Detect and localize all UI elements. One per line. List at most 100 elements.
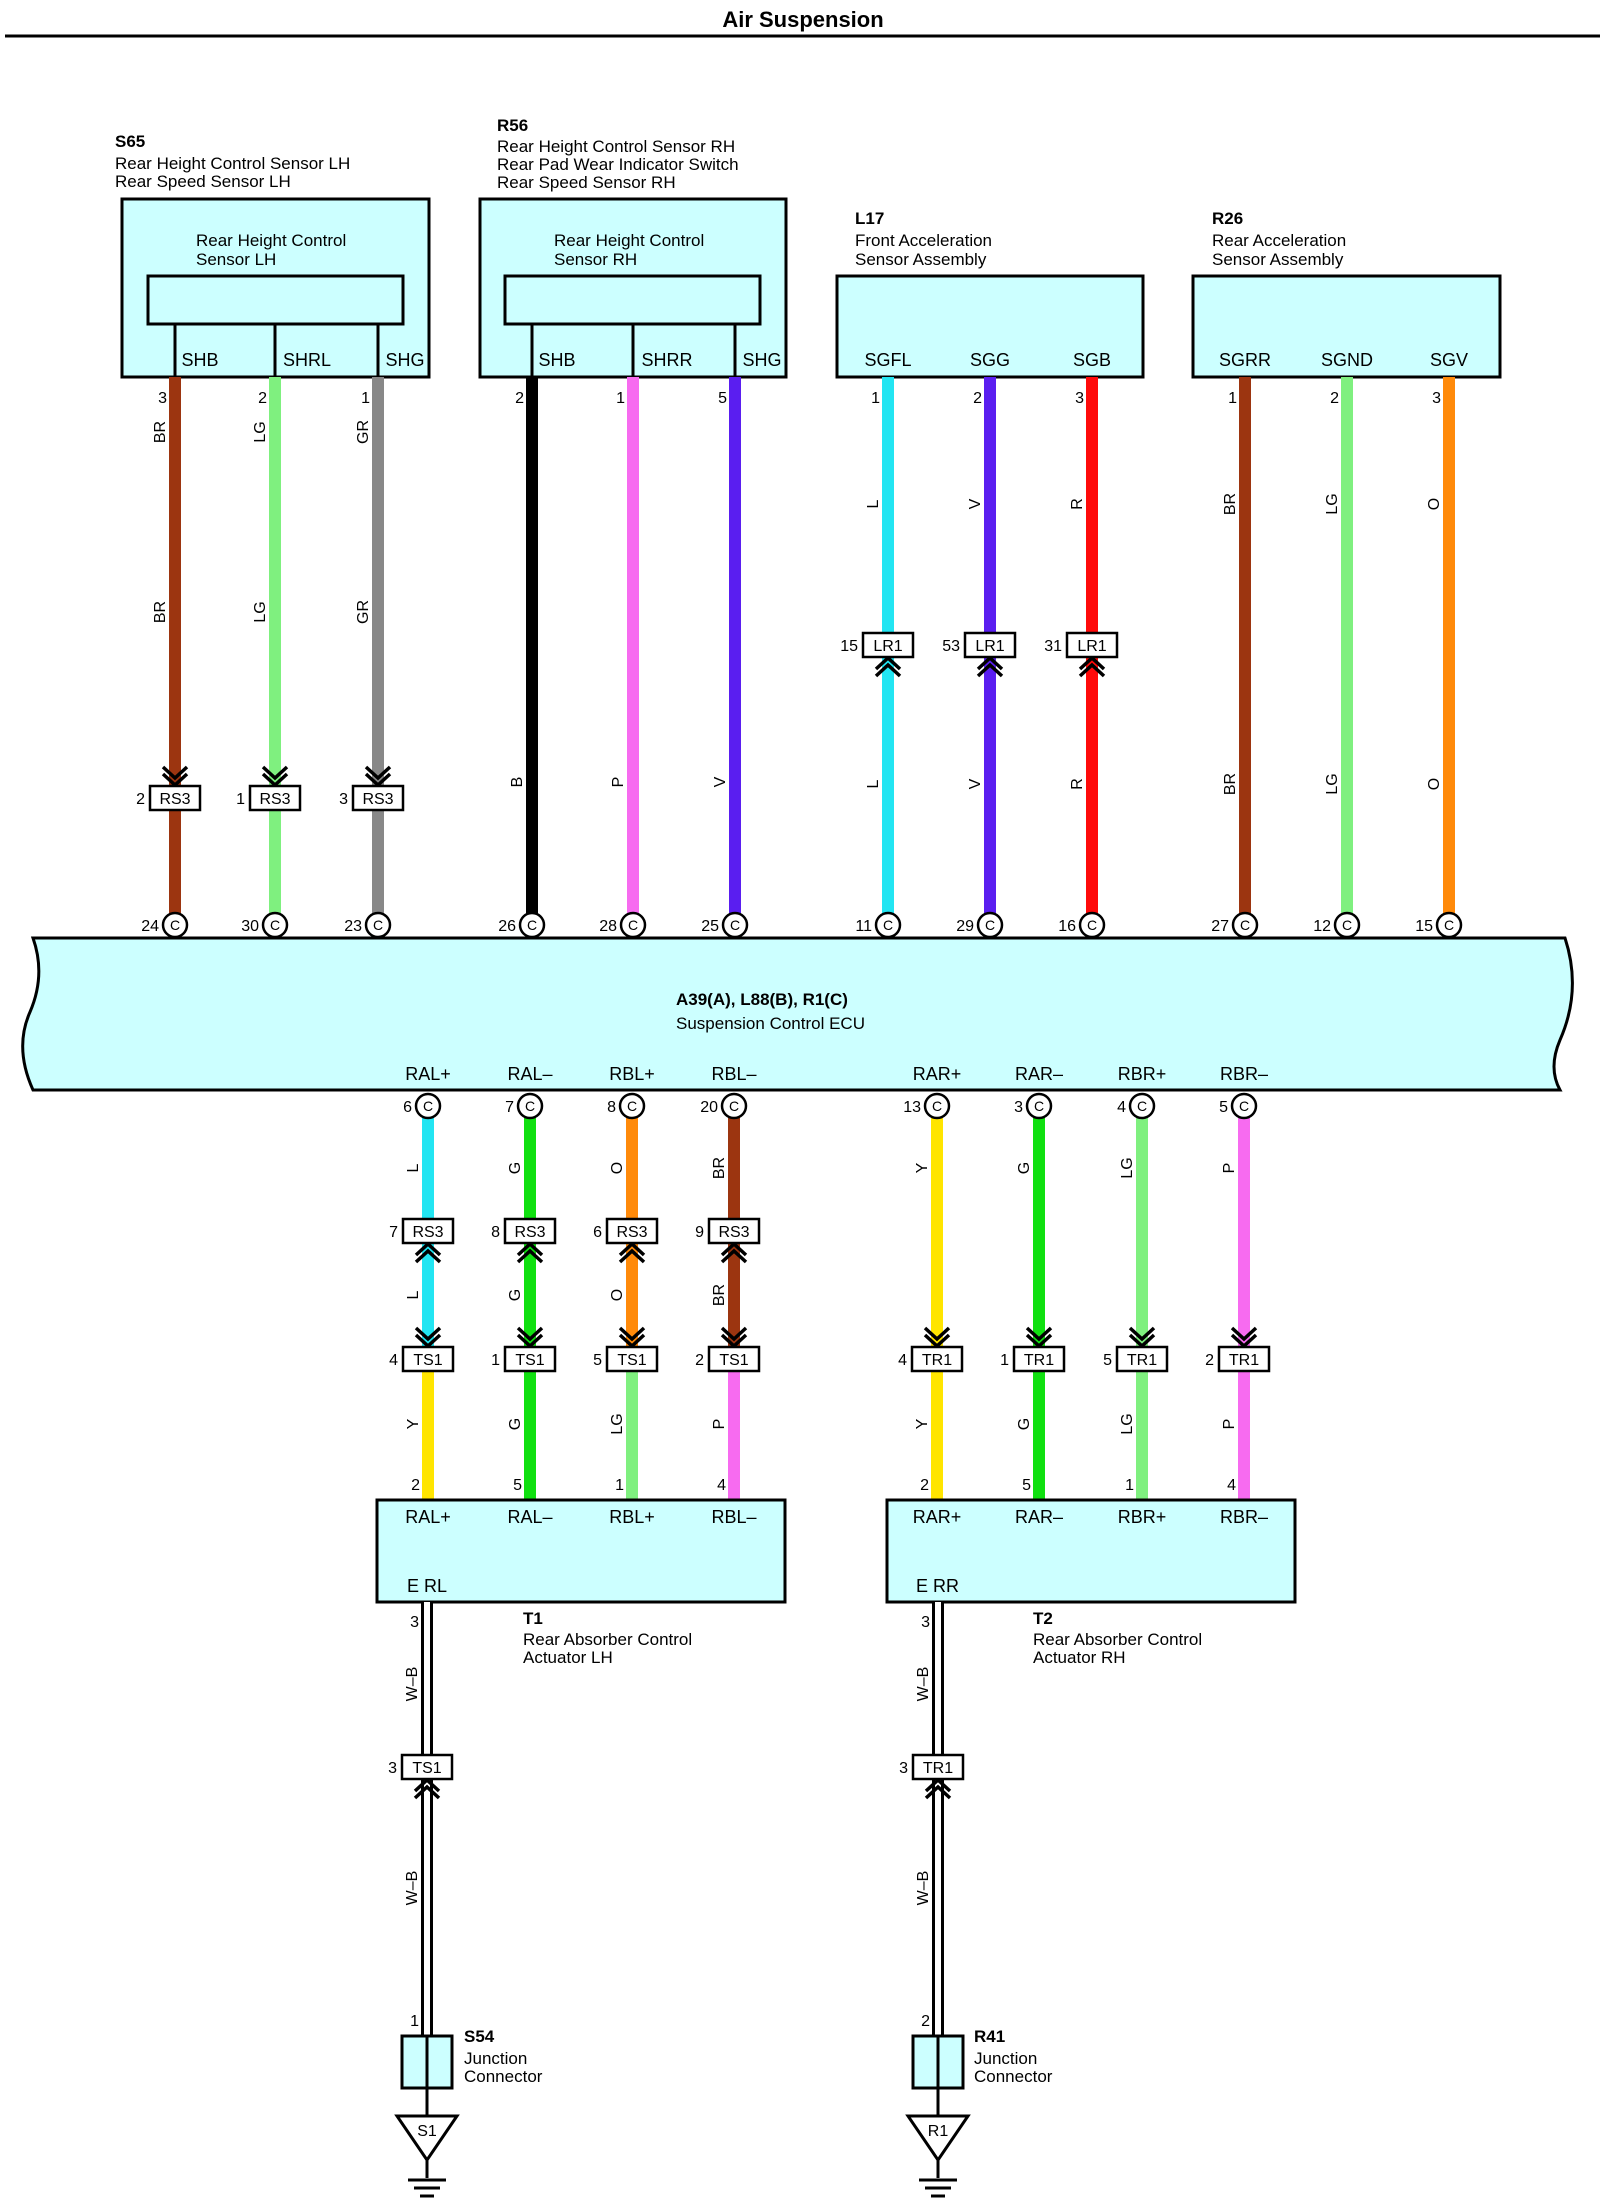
wire-color-label: LG	[1324, 773, 1341, 794]
ecu-pin-number: 25	[701, 918, 719, 935]
lower-wires: RAL+RS37LLYTS142C6RAL–RS38GGGTS115C7RBL+…	[389, 1064, 1271, 1500]
actuator-pin-number: 4	[1227, 1477, 1236, 1494]
ecu-pin-marker-label: C	[525, 1098, 535, 1114]
ecu-pin-marker	[923, 1092, 951, 1120]
junction-r41: R41 Junction Connector R1	[905, 2027, 1053, 2198]
connector-name: RS3	[412, 1224, 443, 1241]
wire-color-label: Y	[914, 1162, 931, 1173]
connector-name: TR1	[923, 1760, 953, 1777]
wire-color-label: O	[609, 1289, 626, 1301]
wire-color-label: LG	[252, 601, 269, 622]
wire-color-label: L	[865, 779, 882, 788]
inline-connector	[248, 784, 302, 812]
pin-label: RBL–	[711, 1507, 756, 1527]
upper-wires: 3RS32BRBRC24SBL22RS31LGLGC30SHRL1RS33GRG…	[136, 377, 1473, 966]
component-box	[885, 1498, 1297, 1604]
wire-color-label: BR	[711, 1284, 728, 1306]
wire-color-label: BR	[152, 601, 169, 623]
upper-wire: 3RS32BRBRC24SBL2	[136, 377, 202, 966]
wire-color-label: G	[507, 1418, 524, 1430]
ecu-pin-number: 27	[1211, 918, 1229, 935]
component-desc-line: Rear Speed Sensor RH	[497, 173, 676, 192]
inner-label: Rear Height Control	[196, 231, 346, 250]
upper-wire: 3OOC15SBR3	[1415, 377, 1473, 966]
connector-pin: 7	[389, 1224, 398, 1241]
connector-pin: 8	[491, 1224, 500, 1241]
ecu-pin-number: 5	[1219, 1099, 1228, 1116]
ecu-pin-label: RAL–	[507, 1064, 552, 1084]
upper-wire: 2BC26SBR2	[498, 377, 556, 966]
connector-name: LR1	[1077, 638, 1106, 655]
ecu-pin-marker-label: C	[1239, 1098, 1249, 1114]
ecu-pin-marker-label: C	[1137, 1098, 1147, 1114]
ecu-pin-marker	[618, 1092, 646, 1120]
wire-color-label: LG	[1119, 1413, 1136, 1434]
actuator-pin-number: 3	[921, 1614, 930, 1631]
wire-color-label: G	[507, 1162, 524, 1174]
ecu-pin-marker-label: C	[527, 917, 537, 933]
inline-connector	[707, 1217, 761, 1245]
wire-color-label: GR	[355, 600, 372, 624]
pin-label: SGB	[1073, 350, 1111, 370]
component-t2: RAR+ RAR– RBR+ RBR– E RR T2 Rear Absorbe…	[885, 1498, 1297, 1667]
actuator-pin-number: 2	[920, 1477, 929, 1494]
pin-label: SGND	[1321, 350, 1373, 370]
ecu-pin-marker-label: C	[932, 1098, 942, 1114]
wire-color-label: LG	[1324, 493, 1341, 514]
connector-name: LR1	[873, 638, 902, 655]
component-pin-number: 2	[258, 390, 267, 407]
pin-label: SGV	[1430, 350, 1468, 370]
ecu-pin-number: 13	[903, 1099, 921, 1116]
connector-name: TR1	[1229, 1352, 1259, 1369]
inline-connector	[400, 1753, 454, 1781]
page-title: Air Suspension	[722, 7, 883, 32]
connector-name: RS3	[259, 791, 290, 808]
component-ecu: A39(A), L88(B), R1(C) Suspension Control…	[21, 936, 1574, 1092]
ground-pin-label: E RR	[916, 1576, 959, 1596]
component-id: R56	[497, 116, 528, 135]
ecu-pin-label: RBR–	[1220, 1064, 1268, 1084]
wire-color-label: LG	[1119, 1157, 1136, 1178]
ecu-pin-marker-label: C	[627, 1098, 637, 1114]
inline-connector	[1065, 631, 1119, 659]
inline-connector	[1115, 1345, 1169, 1373]
ground-label: R1	[928, 2123, 949, 2140]
ecu-id: A39(A), L88(B), R1(C)	[676, 990, 848, 1009]
component-t1: RAL+ RAL– RBL+ RBL– E RL T1 Rear Absorbe…	[375, 1498, 787, 1667]
upper-wire: 3LR131RRC16SBL	[1044, 377, 1119, 966]
connector-pin: 4	[389, 1352, 398, 1369]
connector-name: TS1	[617, 1352, 646, 1369]
wire-color-label: B	[509, 777, 526, 788]
connector-name: TS1	[515, 1352, 544, 1369]
component-desc-line: Rear Acceleration	[1212, 231, 1346, 250]
connector-pin: 1	[236, 791, 245, 808]
ecu-pin-marker-label: C	[883, 917, 893, 933]
connector-name: RS3	[159, 791, 190, 808]
ecu-pin-number: 11	[855, 918, 872, 935]
component-id: T2	[1033, 1609, 1053, 1628]
connector-name: RS3	[718, 1224, 749, 1241]
wire-color-label: BR	[152, 421, 169, 443]
component-r56: R56 Rear Height Control Sensor RH Rear P…	[478, 116, 788, 379]
component-desc-line: Junction	[464, 2049, 527, 2068]
ecu-pin-marker-label: C	[1034, 1098, 1044, 1114]
upper-wire: 1PC28SHRR	[599, 377, 659, 966]
actuator-pin-number: 5	[513, 1477, 522, 1494]
component-desc-line: Connector	[974, 2067, 1053, 2086]
ground-triangle	[905, 2114, 971, 2163]
upper-wire: 2LR153VVC29SGL	[942, 377, 1017, 966]
junction-pin-number: 1	[410, 2013, 419, 2030]
connector-pin: 6	[593, 1224, 602, 1241]
ecu-pin-label: RAR–	[1015, 1064, 1063, 1084]
ecu-pin-number: 3	[1014, 1099, 1023, 1116]
actuator-pin-number: 4	[717, 1477, 726, 1494]
wire-color-label: O	[1426, 498, 1443, 510]
ecu-pin-marker-label: C	[730, 917, 740, 933]
connector-pin: 3	[899, 1760, 908, 1777]
